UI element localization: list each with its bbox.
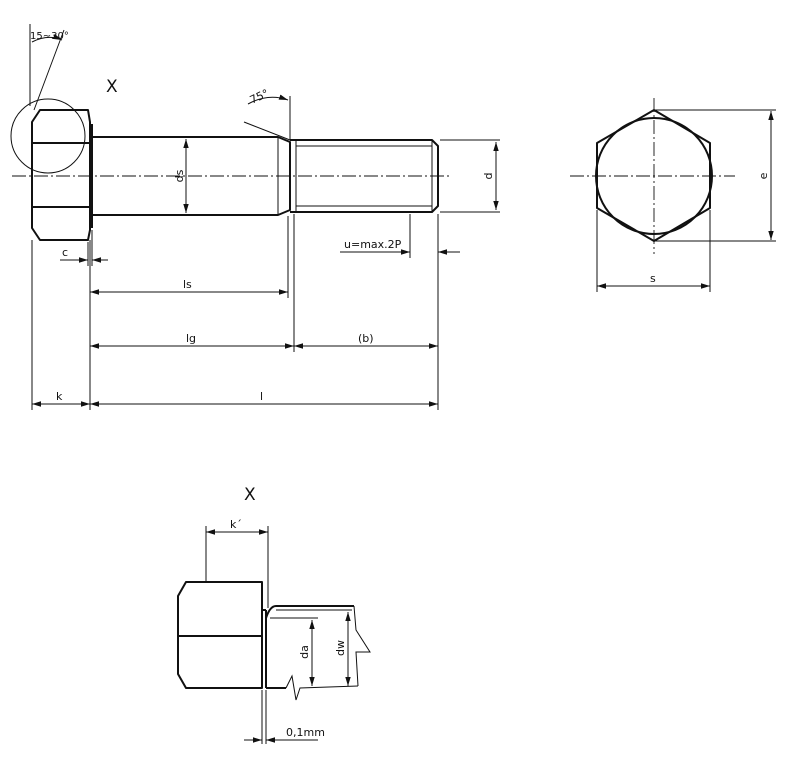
k-label: k	[56, 390, 63, 403]
angle-75-ext-2	[243, 121, 291, 141]
s-label: s	[650, 272, 656, 285]
d-label: d	[482, 173, 495, 180]
ls-label: ls	[183, 278, 192, 291]
detail-title: X	[244, 485, 256, 505]
dw-label: dw	[334, 640, 347, 656]
lg-label: lg	[186, 332, 196, 345]
detail-break-bottom	[285, 674, 359, 701]
detail-mark-label: X	[106, 77, 118, 97]
angle-75-arc	[247, 94, 289, 105]
bolt-head-outline	[31, 109, 91, 241]
hex-outline	[596, 109, 711, 242]
c-label: c	[62, 246, 68, 259]
bolt-end-view: e s	[570, 98, 776, 292]
chamfer-angle-arc	[31, 33, 63, 43]
angle-top-label: 15~30°	[30, 31, 69, 42]
e-label: e	[757, 172, 770, 179]
detail-x-view: X k´ da dw 0,1mm	[177, 485, 371, 744]
bolt-side-view: X 15~30° 75° ds d c u=max.2P	[10, 24, 500, 410]
u-label: u=max.2P	[344, 238, 402, 251]
da-label: da	[298, 645, 311, 659]
ds-label: ds	[173, 169, 186, 182]
b-label: (b)	[358, 332, 374, 345]
detail-x-circle	[10, 98, 86, 174]
detail-break-right	[353, 605, 371, 687]
l-label: l	[260, 390, 263, 403]
bolt-shank-outline	[92, 136, 291, 216]
detail-fillet	[265, 605, 277, 619]
chamfer-angle-ext-2	[33, 29, 65, 111]
detail-head-outline	[177, 581, 263, 689]
gap-label: 0,1mm	[286, 726, 325, 739]
k-prime-label: k´	[230, 518, 242, 531]
angle-75-label: 75°	[248, 87, 271, 107]
